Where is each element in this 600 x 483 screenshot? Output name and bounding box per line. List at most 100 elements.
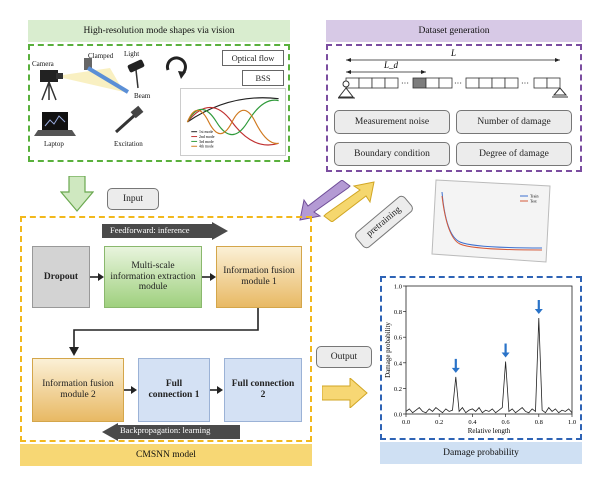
dataset-title: Dataset generation: [418, 26, 490, 36]
fusion1-module: Information fusion module 1: [216, 246, 302, 308]
legend-mode-1: 1st mode: [199, 130, 213, 134]
option-measurement-noise: Measurement noise: [334, 110, 450, 134]
beam-label: Beam: [134, 92, 151, 100]
test-legend: Test: [530, 199, 537, 204]
x-tick-label: 1.0: [568, 419, 576, 426]
y-tick-label: 0.6: [394, 335, 403, 342]
down-arrow-green-icon: [60, 176, 94, 212]
light-shape: [127, 59, 145, 73]
pin-support: [338, 87, 355, 98]
camera-body: [40, 70, 58, 82]
output-label-box: Output: [316, 346, 372, 368]
input-label: Input: [122, 193, 144, 204]
legend-mode-2: 2nd mode: [199, 135, 215, 139]
excitation-label: Excitation: [114, 140, 143, 148]
legend-mode-3: 3rd mode: [199, 140, 214, 144]
backprop-arrow: [102, 423, 240, 441]
option-number-of-damage: Number of damage: [456, 110, 572, 134]
laptop-screen: [42, 112, 68, 130]
top-row-arrows: [90, 273, 216, 281]
vision-setup-illustration: [34, 58, 145, 136]
clamped-label: Clamped: [88, 52, 114, 60]
feedforward-label: Feedforward: inference: [110, 225, 190, 235]
mode-shapes-title: High-resolution mode shapes via vision: [83, 26, 235, 36]
dataset-panel: ··· ··· ··· L_d L Measurement noise Numb…: [326, 44, 582, 172]
option-number-of-damage-label: Number of damage: [477, 116, 551, 127]
optical-flow-tag: Optical flow: [222, 50, 284, 66]
plot-frame: [405, 285, 573, 415]
svg-text:···: ···: [454, 79, 462, 88]
fusion2-module: Information fusion module 2: [32, 358, 124, 422]
fusion2-label: Information fusion module 2: [42, 379, 114, 400]
y-tick-label: 0.2: [394, 386, 402, 393]
bottom-row-arrows: [124, 386, 223, 394]
ld-label: L_d: [384, 60, 399, 70]
y-tick-label: 0.8: [394, 309, 402, 316]
mode-shapes-plot: 1st mode 2nd mode 3rd mode 4th mode: [180, 88, 286, 156]
y-tick-label: 1.0: [394, 284, 402, 291]
peak-marker-head: [534, 309, 543, 314]
laptop-label: Laptop: [44, 140, 64, 148]
bss-label: BSS: [255, 73, 271, 83]
legend-mode-4: 4th mode: [199, 145, 214, 149]
damage-footer: Damage probability: [380, 442, 582, 464]
pretraining-yellow-arrow-icon: [323, 181, 375, 222]
feedforward-arrow: [102, 222, 228, 240]
l-label: L: [451, 48, 457, 58]
full1-module: Full connection 1: [138, 358, 210, 422]
bss-tag: BSS: [242, 70, 284, 86]
dataset-header: Dataset generation: [326, 20, 582, 42]
svg-text:···: ···: [401, 79, 409, 88]
camera-label: Camera: [32, 60, 54, 68]
option-boundary-condition-label: Boundary condition: [354, 148, 430, 159]
multiscale-label: Multi-scale information extraction modul…: [110, 260, 196, 293]
damaged-element: [412, 77, 427, 89]
roller-support: [552, 87, 568, 96]
option-degree-of-damage: Degree of damage: [456, 142, 572, 166]
pretraining-purple-arrow-icon: [299, 180, 351, 221]
y-tick-label: 0.0: [394, 412, 402, 419]
y-axis-label: Damage probability: [384, 322, 392, 378]
train-legend: Train: [530, 194, 539, 199]
cmsnn-panel: Feedforward: inference Dropout Multi-sca…: [20, 216, 312, 442]
full2-label: Full connection 2: [231, 379, 295, 400]
camera-lens: [56, 73, 63, 79]
x-tick-label: 0.6: [502, 419, 511, 426]
svg-text:···: ···: [521, 79, 529, 88]
peak-marker-head: [451, 367, 460, 373]
option-degree-of-damage-label: Degree of damage: [479, 148, 549, 159]
hammer-shape: [114, 112, 138, 134]
option-measurement-noise-label: Measurement noise: [354, 116, 430, 127]
mode-shapes-header: High-resolution mode shapes via vision: [28, 20, 290, 42]
input-label-box: Input: [107, 188, 159, 210]
cmsnn-title: CMSNN model: [136, 450, 196, 460]
clamp: [84, 58, 92, 70]
y-tick-label: 0.4: [394, 360, 403, 367]
fusion1-label: Information fusion module 1: [223, 266, 295, 287]
mode-4-curve: [186, 109, 279, 145]
beam-shape: [86, 66, 130, 94]
peak-marker-head: [501, 352, 510, 358]
option-boundary-condition: Boundary condition: [334, 142, 450, 166]
beam-diagram: ··· ··· ···: [338, 58, 568, 99]
dropout-label: Dropout: [43, 271, 79, 282]
light-label: Light: [124, 50, 140, 58]
mode-shapes-panel: Camera Clamped Light Beam Laptop Excitat…: [28, 44, 290, 162]
laptop-base: [34, 130, 76, 136]
backprop-label: Backpropagation: learning: [120, 425, 211, 435]
full1-label: Full connection 1: [148, 379, 200, 400]
cmsnn-footer: CMSNN model: [20, 444, 312, 466]
x-tick-label: 0.8: [535, 419, 543, 426]
x-tick-label: 0.4: [468, 419, 477, 426]
x-axis-label: Relative length: [468, 427, 511, 435]
refresh-arrow-icon: [165, 56, 187, 79]
multiscale-module: Multi-scale information extraction modul…: [104, 246, 202, 308]
dropout-module: Dropout: [32, 246, 90, 308]
damage-series-line: [405, 317, 573, 414]
damage-title: Damage probability: [443, 448, 519, 458]
output-label: Output: [330, 351, 358, 362]
mode-3-curve: [186, 99, 279, 136]
x-tick-label: 0.0: [402, 419, 410, 426]
